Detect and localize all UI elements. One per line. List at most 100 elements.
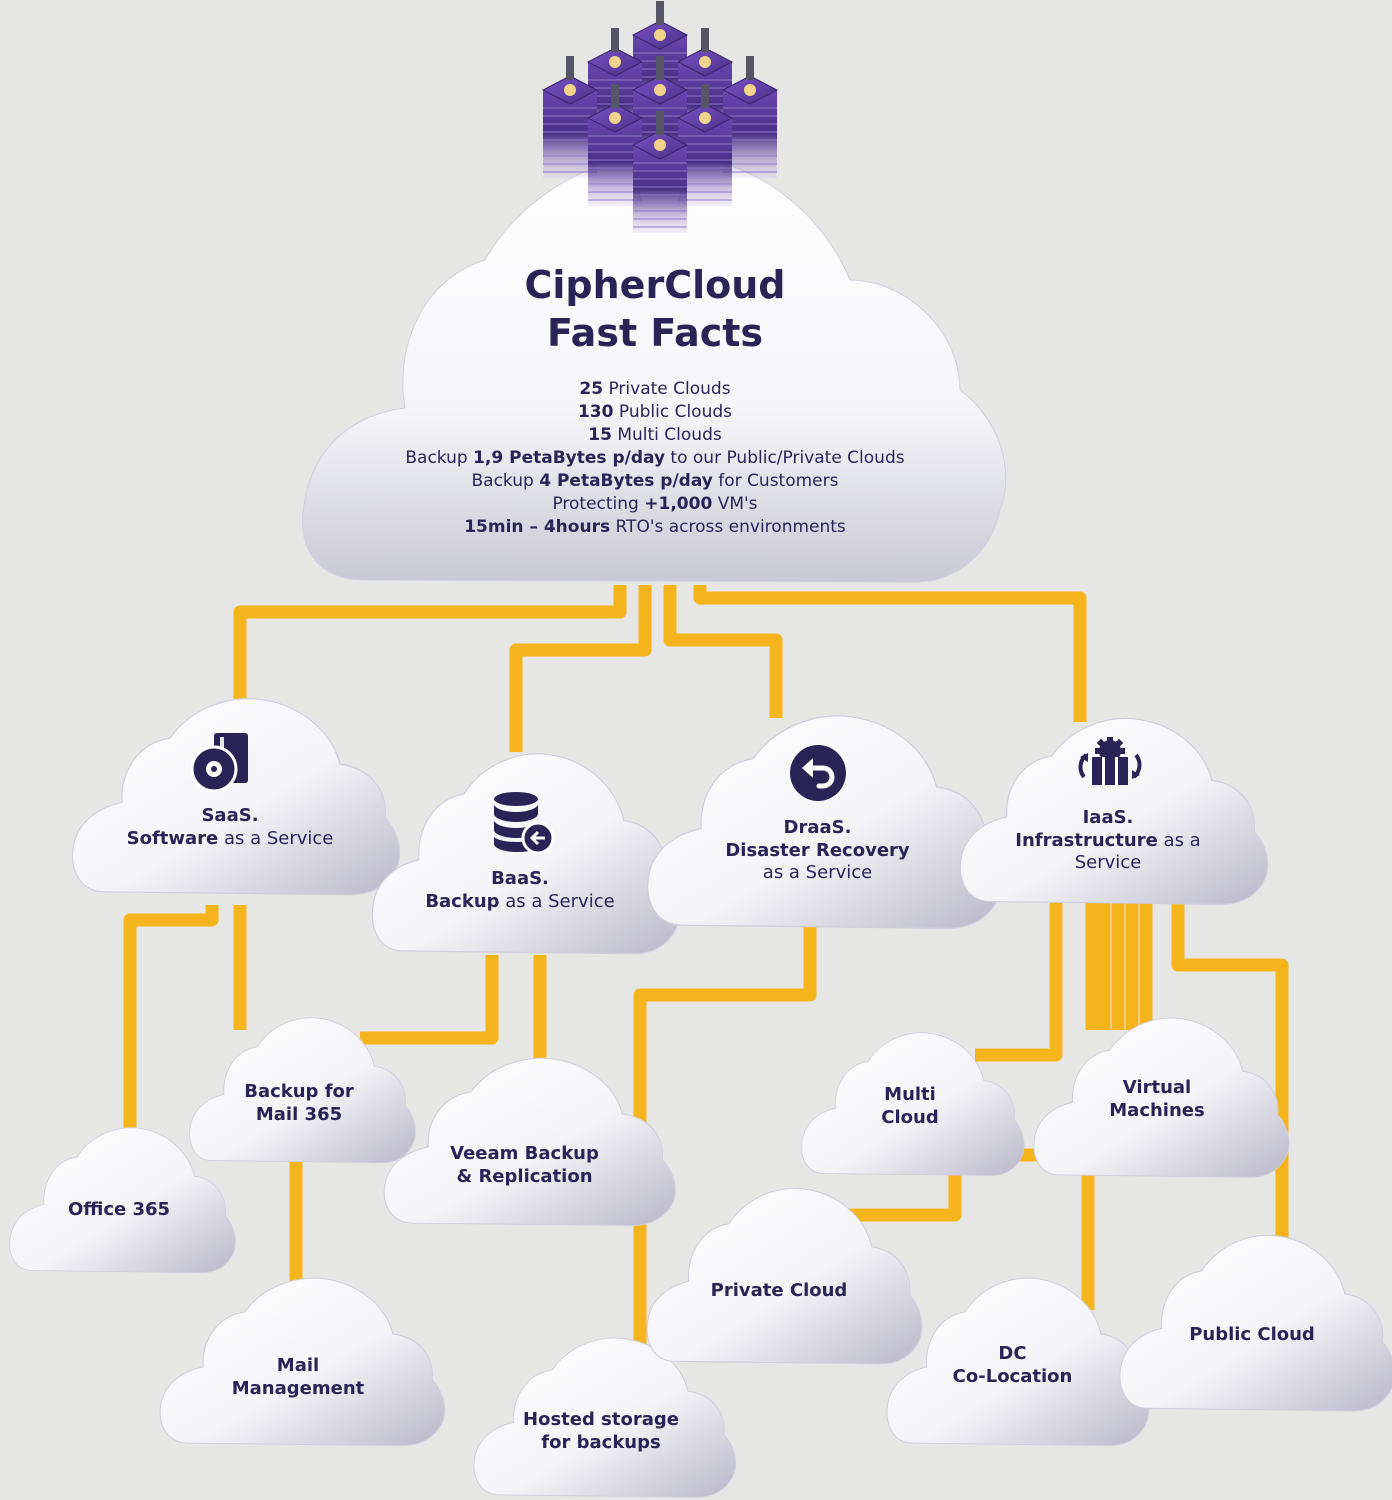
iaas-rest: as a — [1157, 829, 1201, 851]
virtual-line-1: Virtual — [1122, 1077, 1192, 1098]
fact-value: 15 — [588, 425, 612, 445]
backup-mail-label: Backup for Mail 365 — [188, 1081, 410, 1126]
fact-value: 130 — [577, 402, 614, 422]
virtual-machines-cloud: Virtual Machines — [1032, 1015, 1290, 1178]
baas-abbr: BaaS. — [491, 868, 549, 889]
fact-value: 1,9 PetaBytes p/day — [473, 448, 666, 468]
baas-cloud: BaaS. Backup as a Service — [370, 750, 681, 955]
mail-mgmt-label: Mail Management — [158, 1355, 438, 1400]
virtual-machines-label: Virtual Machines — [1032, 1077, 1282, 1122]
title-line-2: Fast Facts — [546, 310, 764, 355]
hosted-storage-cloud: Hosted storage for backups — [472, 1335, 737, 1498]
mail-mgmt-line-2: Management — [231, 1377, 365, 1399]
connector-main-iaas — [693, 585, 1087, 722]
main-title: CipherCloud Fast Facts — [295, 262, 1015, 357]
saas-abbr: SaaS. — [201, 805, 259, 826]
fact-suffix: RTO's across environments — [610, 517, 846, 537]
fact-suffix: VM's — [712, 494, 758, 514]
saas-rest: as a Service — [218, 827, 334, 849]
connector-main-baas — [509, 585, 652, 752]
multi-line-2: Cloud — [881, 1106, 939, 1128]
database-backup-icon — [494, 792, 555, 855]
hosted-storage-label: Hosted storage for backups — [472, 1409, 730, 1454]
fact-suffix: Public Clouds — [613, 402, 733, 422]
multi-line-1: Multi — [884, 1084, 936, 1105]
draas-label: DraaS. Disaster Recovery as a Service — [645, 817, 990, 885]
fact-line: 130 Public Clouds — [295, 401, 1015, 424]
fact-line: 25 Private Clouds — [295, 378, 1015, 401]
backup-mail-cloud: Backup for Mail 365 — [188, 1015, 416, 1164]
veeam-line-2: & Replication — [456, 1165, 593, 1187]
connector-saas-office — [123, 905, 219, 1130]
dc-colocation-cloud: DC Co-Location — [885, 1275, 1150, 1447]
multi-cloud-cloud: Multi Cloud — [800, 1030, 1025, 1177]
private-cloud-cloud: Private Cloud — [645, 1185, 923, 1365]
backup-mail-line-2: Mail 365 — [255, 1103, 343, 1125]
connector-iaas-multi — [975, 900, 1063, 1062]
gear-boxes-icon — [1078, 737, 1142, 785]
fact-value: 4 PetaBytes p/day — [539, 471, 713, 491]
fact-prefix: Backup — [471, 471, 540, 491]
fact-suffix: Private Clouds — [603, 379, 731, 399]
baas-label: BaaS. Backup as a Service — [370, 868, 670, 913]
server-towers — [541, 1, 779, 233]
fact-line: 15min – 4hours RTO's across environments — [295, 516, 1015, 539]
hosted-line-2: for backups — [541, 1431, 661, 1453]
public-cloud-label: Public Cloud — [1189, 1324, 1315, 1345]
hosted-line-1: Hosted storage — [523, 1409, 679, 1430]
saas-bold: Software — [126, 827, 219, 849]
iaas-cloud: IaaS. Infrastructure as a Service — [958, 715, 1269, 905]
draas-bold: Disaster Recovery — [725, 839, 910, 861]
mail-mgmt-cloud: Mail Management — [158, 1275, 446, 1447]
connector-main-draas — [663, 585, 783, 718]
veeam-cloud: Veeam Backup & Replication — [382, 1055, 676, 1227]
connector-private-multi — [848, 1165, 962, 1222]
dc-line-2: Co-Location — [952, 1365, 1073, 1387]
fact-line: Backup 1,9 PetaBytes p/day to our Public… — [295, 447, 1015, 470]
undo-arrow-icon — [790, 745, 846, 801]
fact-line: Backup 4 PetaBytes p/day for Customers — [295, 470, 1015, 493]
software-disc-icon — [190, 733, 248, 793]
saas-cloud: SaaS. Software as a Service — [70, 695, 401, 900]
main-cloud: CipherCloud Fast Facts 25 Private Clouds… — [295, 150, 1015, 590]
draas-abbr: DraaS. — [783, 817, 852, 838]
fact-value: 25 — [579, 379, 604, 399]
server-stack-icon — [541, 1, 779, 233]
virtual-line-2: Machines — [1109, 1099, 1205, 1121]
iaas-bold: Infrastructure — [1015, 829, 1158, 851]
multi-cloud-label: Multi Cloud — [800, 1084, 1020, 1129]
fact-prefix: Backup — [405, 448, 474, 468]
veeam-line-1: Veeam Backup — [450, 1143, 599, 1164]
fact-suffix: Multi Clouds — [611, 425, 722, 445]
iaas-rest-2: Service — [1074, 852, 1142, 873]
fact-line: Protecting +1,000 VM's — [295, 493, 1015, 516]
mail-mgmt-line-1: Mail — [276, 1355, 320, 1376]
connector-baas-backupmail — [360, 955, 499, 1045]
connector-main-saas — [233, 585, 627, 700]
draas-rest: as a Service — [762, 862, 873, 883]
office365-label: Office 365 — [67, 1199, 171, 1220]
draas-cloud: DraaS. Disaster Recovery as a Service — [645, 712, 1002, 930]
baas-rest: as a Service — [499, 890, 615, 912]
saas-label: SaaS. Software as a Service — [70, 805, 390, 850]
dc-colocation-label: DC Co-Location — [885, 1343, 1140, 1388]
fact-suffix: for Customers — [712, 471, 839, 491]
fact-value: 15min – 4hours — [464, 517, 611, 537]
office365-cloud: Office 365 — [8, 1125, 236, 1274]
fact-line: 15 Multi Clouds — [295, 424, 1015, 447]
private-cloud-label: Private Cloud — [710, 1280, 848, 1301]
connector-iaas-public — [1171, 900, 1289, 1240]
public-cloud-cloud: Public Cloud — [1118, 1232, 1392, 1412]
veeam-label: Veeam Backup & Replication — [382, 1143, 667, 1188]
backup-mail-line-1: Backup for — [244, 1081, 354, 1102]
iaas-abbr: IaaS. — [1082, 807, 1134, 828]
fact-value: +1,000 — [644, 494, 713, 514]
fact-prefix: Protecting — [552, 494, 645, 514]
dc-line-1: DC — [998, 1343, 1027, 1364]
title-line-1: CipherCloud — [524, 263, 786, 307]
fact-suffix: to our Public/Private Clouds — [665, 448, 905, 468]
iaas-label: IaaS. Infrastructure as a Service — [958, 807, 1258, 875]
baas-bold: Backup — [425, 890, 500, 912]
